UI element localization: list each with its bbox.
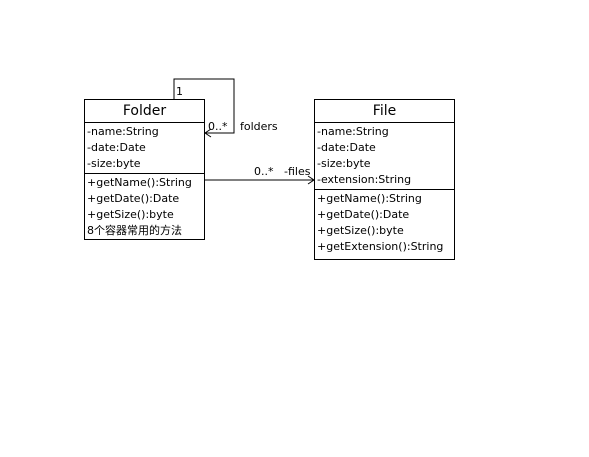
self-association-target-multiplicity: 0..* [208,120,228,133]
file-operation-getextension: +getExtension():String [317,240,444,253]
files-association-multiplicity: 0..* [254,165,274,178]
folder-operation-getname: +getName():String [87,176,192,189]
folder-self-association-line [173,78,235,134]
folder-class-name: Folder [85,100,204,123]
file-attribute-extension: -extension:String [317,173,412,186]
file-attribute-date: -date:Date [317,141,376,154]
file-operation-getdate: +getDate():Date [317,208,410,221]
folder-attribute-size: -size:byte [87,157,141,170]
folder-operation-getsize: +getSize():byte [87,208,174,221]
folder-attributes: -name:String -date:Date -size:byte [85,123,204,173]
file-operations: +getName():String +getDate():Date +getSi… [315,189,454,256]
file-attributes: -name:String -date:Date -size:byte -exte… [315,123,454,189]
self-association-role: folders [240,120,278,133]
folder-operation-getdate: +getDate():Date [87,192,180,205]
folder-operations: +getName():String +getDate():Date +getSi… [85,173,204,240]
folder-class[interactable]: Folder -name:String -date:Date -size:byt… [84,99,205,240]
self-association-source-multiplicity: 1 [176,85,183,98]
file-class-name: File [315,100,454,123]
file-operation-getname: +getName():String [317,192,422,205]
folder-attribute-name: -name:String [87,125,159,138]
file-class[interactable]: File -name:String -date:Date -size:byte … [314,99,455,260]
folder-self-association-arrowhead [204,128,212,138]
files-association-role: -files [284,165,311,178]
folder-attribute-date: -date:Date [87,141,146,154]
folder-operation-note: 8个容器常用的方法 [87,224,182,237]
file-attribute-size: -size:byte [317,157,371,170]
file-attribute-name: -name:String [317,125,389,138]
file-operation-getsize: +getSize():byte [317,224,404,237]
